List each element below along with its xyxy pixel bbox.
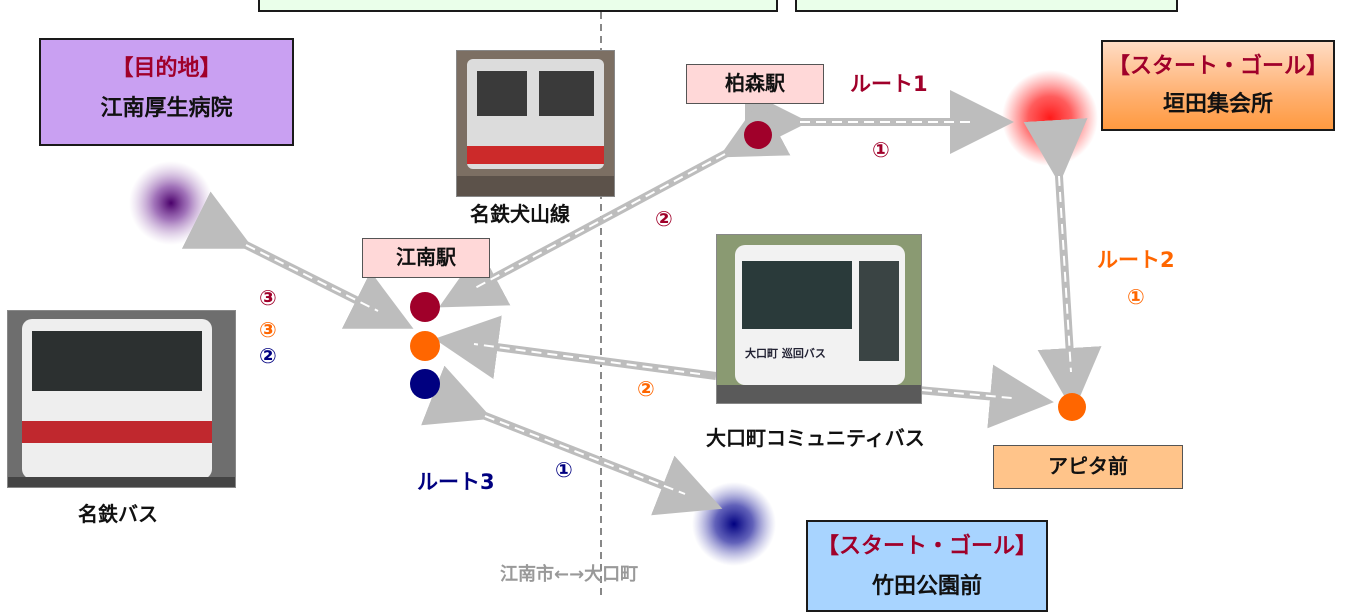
arrows: [181, 90, 1102, 516]
route2-bus-marker: ②: [637, 377, 655, 401]
route1-train-marker: ②: [655, 207, 673, 231]
train-caption: 名鉄犬山線: [470, 202, 570, 226]
start-goal-1-heading: 【スタート・ゴール】: [1107, 54, 1328, 79]
start-goal-2-glow: [692, 482, 776, 566]
community-bus-sign: 大口町 巡回バス: [745, 347, 826, 360]
route3-label: ルート3: [417, 470, 495, 494]
start-goal-1-box: 【スタート・ゴール】 垣田集会所: [1101, 40, 1335, 131]
destination-box: 【目的地】 江南厚生病院: [39, 38, 294, 146]
start-goal-1-glow: [1002, 70, 1098, 166]
destination-name: 江南厚生病院: [100, 96, 233, 121]
meitetsu-bus-photo: [7, 310, 236, 488]
konan-dot-route3: [410, 369, 440, 399]
left-marker-route1: ③: [259, 286, 277, 310]
route3-walk-marker: ①: [555, 458, 573, 482]
left-marker-route2: ③: [259, 318, 277, 342]
start-goal-1-name: 垣田集会所: [1162, 92, 1273, 117]
route1-label: ルート1: [850, 72, 928, 96]
apita-dot: [1058, 393, 1086, 421]
apita-label: アピタ前: [993, 445, 1183, 489]
route2-label: ルート2: [1097, 248, 1175, 272]
konan-dot-route2: [410, 331, 440, 361]
start-goal-2-name: 竹田公園前: [871, 574, 982, 599]
border-label: 江南市←→大口町: [500, 564, 639, 585]
start-goal-2-heading: 【スタート・ゴール】: [816, 534, 1037, 559]
community-bus-caption: 大口町コミュニティバス: [706, 426, 925, 450]
kashimori-station-label: 柏森駅: [686, 64, 824, 104]
left-marker-route3: ②: [259, 344, 277, 368]
start-goal-2-box: 【スタート・ゴール】 竹田公園前: [806, 520, 1048, 612]
community-bus-photo: 大口町 巡回バス: [716, 234, 922, 404]
top-box-left: [258, 0, 778, 12]
destination-glow: [129, 161, 213, 245]
route2-walk-marker: ①: [1127, 285, 1145, 309]
train-photo: [456, 50, 615, 197]
top-box-right: [795, 0, 1178, 12]
meitetsu-bus-caption: 名鉄バス: [78, 502, 158, 526]
destination-heading: 【目的地】: [111, 56, 222, 81]
konan-dot-route1: [410, 292, 440, 322]
route1-walk-marker: ①: [872, 138, 890, 162]
kashimori-station-dot: [744, 121, 772, 149]
konan-station-label: 江南駅: [362, 238, 490, 278]
